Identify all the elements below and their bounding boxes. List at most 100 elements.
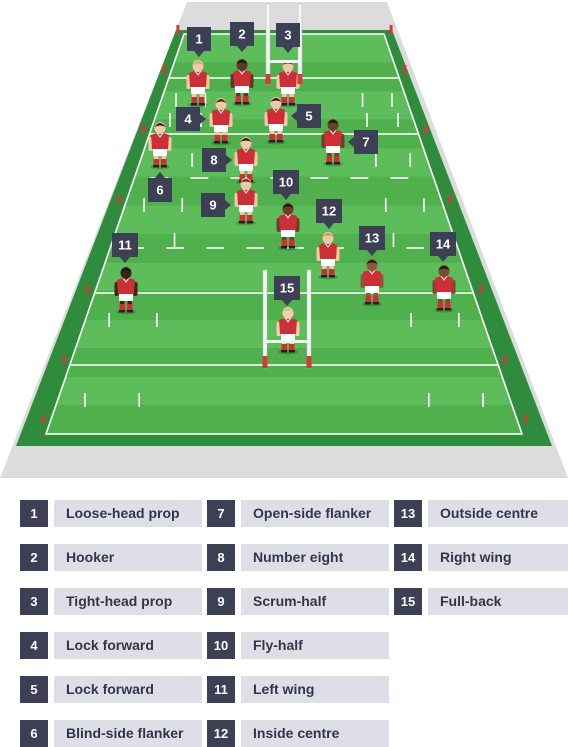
player-number: 10 bbox=[279, 175, 293, 190]
goal-post bbox=[265, 3, 271, 85]
player-number-label: 12 bbox=[316, 199, 342, 229]
legend-number: 13 bbox=[394, 500, 422, 527]
player-number: 2 bbox=[238, 27, 245, 42]
player-figure bbox=[234, 178, 258, 226]
player-number-label: 14 bbox=[430, 232, 456, 262]
player-number-label: 2 bbox=[230, 22, 254, 52]
legend-position-label: Number eight bbox=[241, 544, 389, 571]
legend-position-label: Hooker bbox=[54, 544, 202, 571]
player-number-label: 6 bbox=[148, 172, 172, 202]
player-number: 8 bbox=[210, 153, 217, 168]
player-number: 4 bbox=[184, 112, 192, 127]
legend-number: 6 bbox=[20, 720, 48, 747]
legend-number: 10 bbox=[207, 632, 235, 659]
legend-position-label: Outside centre bbox=[428, 500, 568, 527]
touch-flag bbox=[448, 195, 452, 204]
legend-number: 11 bbox=[207, 676, 235, 703]
player-number-label: 13 bbox=[359, 226, 385, 256]
legend-number: 15 bbox=[394, 588, 422, 615]
goal-post bbox=[262, 269, 268, 369]
player-figure bbox=[276, 203, 300, 251]
player-number: 12 bbox=[322, 204, 336, 219]
legend-position-label: Left wing bbox=[241, 676, 389, 703]
player-number-label: 11 bbox=[112, 233, 138, 263]
legend-position-label: Open-side flanker bbox=[241, 500, 389, 527]
pitch-stripe bbox=[55, 376, 513, 406]
legend-position-label: Inside centre bbox=[241, 720, 389, 747]
touch-flag bbox=[86, 285, 90, 294]
player-number: 7 bbox=[362, 135, 369, 150]
player-number: 11 bbox=[118, 238, 132, 253]
player-number-label: 15 bbox=[274, 276, 300, 306]
legend-number: 14 bbox=[394, 544, 422, 571]
player-number: 14 bbox=[436, 237, 451, 252]
player-figure bbox=[276, 307, 300, 355]
player-figure bbox=[264, 97, 288, 145]
legend-number: 4 bbox=[20, 632, 48, 659]
post-pad bbox=[306, 356, 312, 368]
legend-number: 7 bbox=[207, 500, 235, 527]
touch-flag bbox=[176, 25, 180, 34]
player-figure bbox=[114, 267, 138, 315]
post-pad bbox=[262, 356, 268, 368]
post-pad bbox=[297, 74, 303, 84]
player-figure bbox=[276, 60, 300, 108]
pitch-stripe bbox=[46, 405, 522, 434]
player-number: 3 bbox=[284, 28, 291, 43]
touch-flag bbox=[389, 25, 393, 34]
pitch-stripe bbox=[65, 348, 503, 377]
legend-position-label: Loose-head prop bbox=[54, 500, 202, 527]
touch-flag bbox=[62, 355, 66, 364]
player-figure bbox=[321, 119, 345, 167]
players-layer bbox=[114, 59, 456, 355]
player-number-label: 5 bbox=[291, 104, 321, 128]
legend-position-label: Lock forward bbox=[54, 632, 202, 659]
legend-position-label: Right wing bbox=[428, 544, 568, 571]
pitch-stripe bbox=[85, 291, 483, 320]
player-figure bbox=[209, 98, 233, 146]
legend-position-label: Fly-half bbox=[241, 632, 389, 659]
player-number: 1 bbox=[195, 32, 202, 47]
player-figure bbox=[148, 122, 172, 170]
goal-crossbar bbox=[265, 340, 309, 343]
legend-number: 12 bbox=[207, 720, 235, 747]
legend-number: 2 bbox=[20, 544, 48, 571]
player-number: 9 bbox=[209, 198, 216, 213]
player-number-label: 1 bbox=[187, 27, 211, 57]
player-number: 15 bbox=[280, 281, 294, 296]
legend-position-label: Scrum-half bbox=[241, 588, 389, 615]
player-number-label: 7 bbox=[348, 130, 378, 154]
player-number-label: 9 bbox=[201, 193, 231, 217]
legend-number: 9 bbox=[207, 588, 235, 615]
touch-flag bbox=[479, 285, 483, 294]
legend-position-label: Tight-head prop bbox=[54, 588, 202, 615]
legend-position-label: Blind-side flanker bbox=[54, 720, 202, 747]
player-number-label: 10 bbox=[273, 170, 299, 200]
touch-flag bbox=[41, 415, 45, 424]
touch-and-dead-ball-lines bbox=[44, 33, 524, 435]
player-number: 6 bbox=[156, 183, 163, 198]
goal-crossbar bbox=[268, 60, 300, 63]
player-figure bbox=[360, 259, 384, 307]
pitch-stripe bbox=[174, 34, 394, 63]
player-number: 13 bbox=[365, 231, 379, 246]
goal-post bbox=[306, 269, 312, 369]
legend-position-label: Full-back bbox=[428, 588, 568, 615]
player-number-label: 4 bbox=[176, 107, 206, 131]
touch-flag bbox=[424, 125, 428, 134]
touch-flag bbox=[141, 125, 145, 134]
touch-flag bbox=[403, 65, 407, 74]
touch-flag bbox=[162, 65, 166, 74]
player-figure bbox=[230, 59, 254, 107]
